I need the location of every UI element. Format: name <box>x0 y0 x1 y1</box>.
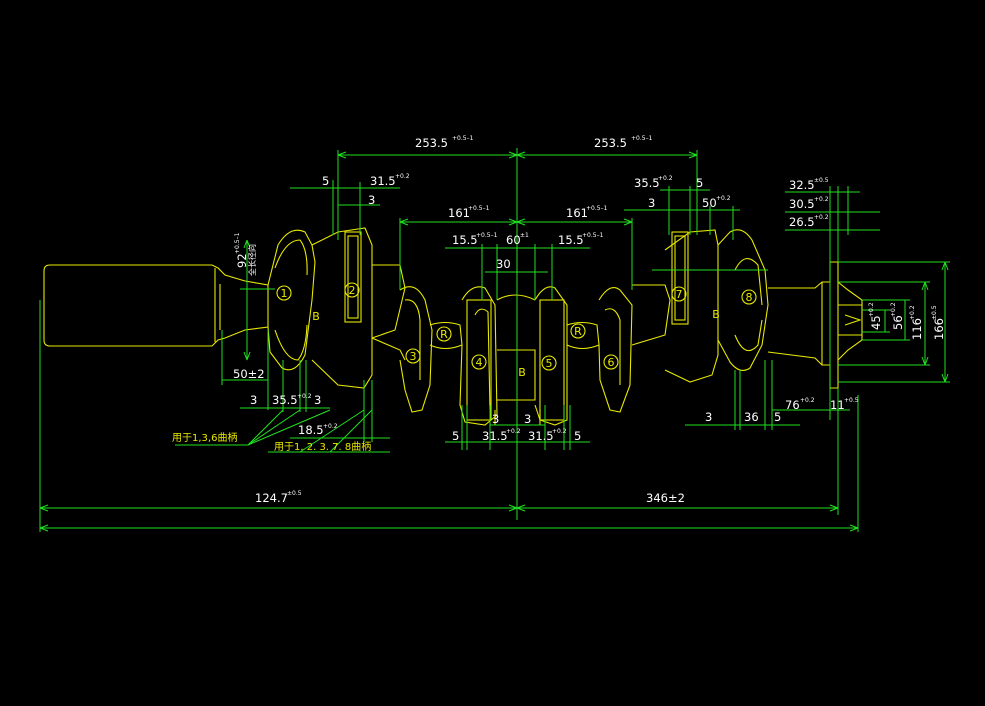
dim-26-5-tol: +0.2 <box>814 214 829 221</box>
b-left-label: B <box>312 310 320 323</box>
dim-total-right: 346±2 <box>646 491 685 505</box>
dim-92-note: 全长径向 <box>247 244 257 276</box>
dim-116-tol: +0.2 <box>909 305 916 320</box>
r-right-label: R <box>574 325 582 338</box>
dim-35-5-bl-tol: +0.2 <box>297 393 312 400</box>
note-136: 用于1,3,6曲柄 <box>172 431 237 444</box>
dim-161-right: 161 <box>566 206 588 220</box>
dim-26-5: 26.5 <box>789 215 815 229</box>
dim-50-top-tol: +0.2 <box>716 195 731 202</box>
dim-total-left: 124.7 <box>255 491 288 505</box>
dim-92-tol: +0.5–1 <box>234 232 241 254</box>
dim-11: 11 <box>830 398 845 412</box>
dim-3-bl2: 3 <box>314 393 321 407</box>
dim-15-5-left-tol: +0.5–1 <box>476 232 498 239</box>
dim-32-5: 32.5 <box>789 178 815 192</box>
crank-markers <box>276 282 757 371</box>
dim-50-bot: 50±2 <box>233 367 265 381</box>
dim-253-right: 253.5 <box>594 136 627 150</box>
dim-5-b1: 5 <box>452 429 459 443</box>
dim-76-tol: +0.2 <box>800 397 815 404</box>
dim-5-b2: 5 <box>574 429 581 443</box>
dim-166-tol: ±0.5 <box>931 305 938 320</box>
crank-4-label: 4 <box>476 356 483 369</box>
crank-8-label: 8 <box>746 291 753 304</box>
dim-35-5-top: 35.5 <box>634 176 660 190</box>
dim-15-5-right: 15.5 <box>558 233 584 247</box>
crank-2-label: 2 <box>349 284 356 297</box>
dim-30-5-tol: +0.2 <box>814 196 829 203</box>
crank-3-label: 3 <box>410 350 417 363</box>
dim-35-5-bl: 35.5 <box>272 393 298 407</box>
dim-92: 92 <box>235 253 249 268</box>
dim-60: 60 <box>506 233 521 247</box>
dim-31-5-b2: 31.5 <box>528 429 554 443</box>
dim-11-tol: +0.5 <box>844 397 859 404</box>
dim-56: 56 <box>891 315 905 330</box>
dim-253-right-tol: +0.5–1 <box>631 135 653 142</box>
b-right-label: B <box>712 308 720 321</box>
dim-3-b1: 3 <box>492 412 499 426</box>
dim-76: 76 <box>785 398 800 412</box>
dim-3-b2: 3 <box>524 412 531 426</box>
dim-3-br: 3 <box>705 410 712 424</box>
dim-253-left: 253.5 <box>415 136 448 150</box>
crank-labels: 1 2 3 4 5 6 7 8 R R B B B <box>281 284 753 379</box>
dim-3-top-r: 3 <box>648 196 655 210</box>
dim-116: 116 <box>910 318 924 340</box>
dim-5-top: 5 <box>322 174 329 188</box>
dim-5-br: 5 <box>774 410 781 424</box>
dim-31-5-top-tol: +0.2 <box>395 173 410 180</box>
dimension-lines <box>39 148 950 532</box>
dim-15-5-left: 15.5 <box>452 233 478 247</box>
dim-31-5-b1: 31.5 <box>482 429 508 443</box>
dim-31-5-top: 31.5 <box>370 174 396 188</box>
dim-15-5-right-tol: +0.5–1 <box>582 232 604 239</box>
dim-253-left-tol: +0.5–1 <box>452 135 474 142</box>
crank-1-label: 1 <box>281 287 288 300</box>
dim-32-5-tol: ±0.5 <box>814 177 829 184</box>
dim-18-5-tol: +0.2 <box>323 423 338 430</box>
crank-7-label: 7 <box>676 288 683 301</box>
dim-36: 36 <box>744 410 759 424</box>
crank-5-label: 5 <box>546 357 553 370</box>
b-center-label: B <box>518 366 526 379</box>
dim-total-left-tol: ±0.5 <box>287 490 302 497</box>
dim-45-tol: +0.2 <box>868 302 875 317</box>
dim-30-5: 30.5 <box>789 197 815 211</box>
dim-31-5-b1-tol: +0.2 <box>506 428 521 435</box>
dim-3-bl1: 3 <box>250 393 257 407</box>
dimension-texts: 253.5 +0.5–1 253.5 +0.5–1 5 31.5 +0.2 3 … <box>172 135 946 505</box>
crankshaft-outline <box>43 227 863 426</box>
note-12378: 用于1. 2. 3. 7. 8曲柄 <box>274 440 371 453</box>
dim-3-top: 3 <box>368 193 375 207</box>
crank-6-label: 6 <box>608 356 615 369</box>
dim-56-tol: +0.2 <box>890 302 897 317</box>
dim-45: 45 <box>869 315 883 330</box>
dim-5-top-r: 5 <box>696 176 703 190</box>
r-left-label: R <box>440 328 448 341</box>
dim-60-tol: ±1 <box>520 232 529 239</box>
dim-31-5-b2-tol: +0.2 <box>552 428 567 435</box>
dim-161-left: 161 <box>448 206 470 220</box>
dim-50-top: 50 <box>702 196 717 210</box>
dim-35-5-top-tol: +0.2 <box>658 175 673 182</box>
dim-30: 30 <box>496 257 511 271</box>
dim-161-left-tol: +0.5–1 <box>468 205 490 212</box>
dim-161-right-tol: +0.5–1 <box>586 205 608 212</box>
dim-166: 166 <box>932 318 946 340</box>
dim-18-5: 18.5 <box>298 423 324 437</box>
